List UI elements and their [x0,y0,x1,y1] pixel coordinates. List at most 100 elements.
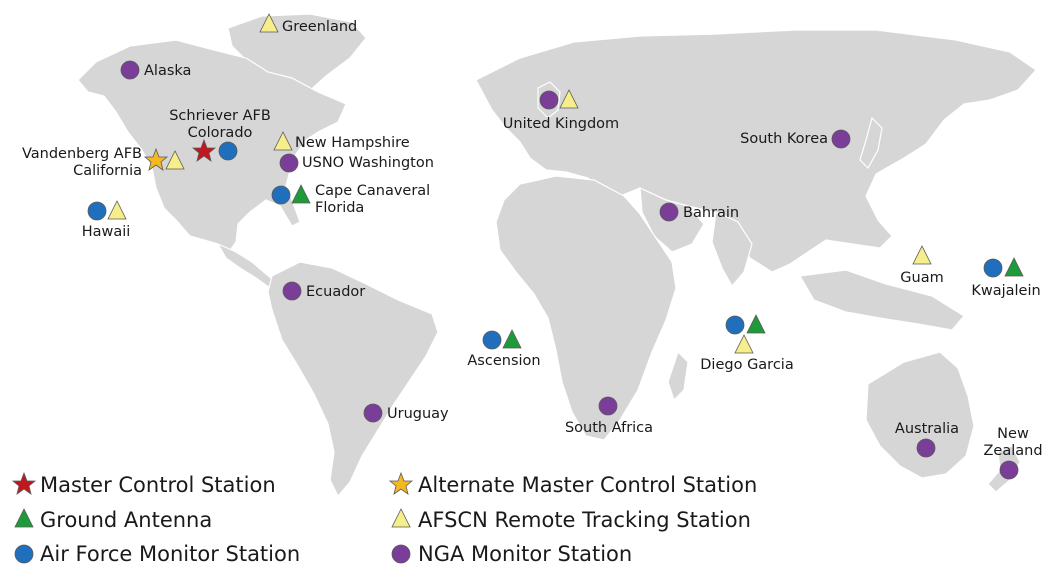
purple-circle-icon [539,90,559,110]
site-label-uruguay: Uruguay [387,406,449,422]
blue-circle-icon [482,330,502,350]
yellow-triangle-icon [273,131,293,151]
landmass-southeast-asia [799,269,965,331]
legend: Master Control Station Ground Antenna Ai… [11,471,757,566]
yellow-triangle-icon [165,150,185,170]
site-label-ecuador: Ecuador [306,284,365,300]
legend-label-ground: Ground Antenna [40,508,212,532]
legend-item-nga: NGA Monitor Station [391,542,632,566]
green-triangle-icon [291,184,311,204]
site-label-hawaii: Hawaii [82,224,131,240]
yellow-triangle-icon [912,245,932,265]
yellow-triangle-icon [259,13,279,33]
site-label-new-zealand-line1: New [997,426,1029,442]
site-uruguay: Uruguay [363,403,449,423]
landmass-africa [495,175,677,441]
legend-item-alternate: Alternate Master Control Station [388,471,757,497]
site-label-schriever-line1: Schriever AFB [169,108,271,124]
purple-circle-icon [999,460,1019,480]
purple-circle-icon [279,153,299,173]
site-label-australia: Australia [895,421,959,437]
legend-item-airforce: Air Force Monitor Station [14,542,300,566]
red-star-icon [11,471,37,495]
purple-circle-icon [120,60,140,80]
site-new-hampshire: New Hampshire [273,131,410,151]
yellow-triangle-icon [391,508,411,528]
site-label-schriever-line2: Colorado [188,125,253,141]
purple-circle-icon [659,202,679,222]
site-label-new-zealand-line2: Zealand [983,443,1042,459]
site-new-zealand: New Zealand [983,426,1043,480]
green-triangle-icon [14,508,34,528]
landmass-australia [865,351,975,479]
site-label-cape-canaveral-line2: Florida [315,200,364,216]
green-triangle-icon [1004,257,1024,277]
purple-circle-icon [598,396,618,416]
yellow-triangle-icon [107,200,127,220]
red-star-icon [191,138,217,162]
orange-star-icon [388,471,414,495]
purple-circle-icon [916,438,936,458]
blue-circle-icon [14,544,34,564]
site-label-usno: USNO Washington [302,155,434,171]
blue-circle-icon [87,201,107,221]
site-label-bahrain: Bahrain [683,205,739,221]
site-vandenberg: Vandenberg AFB California [22,146,185,179]
legend-label-master: Master Control Station [40,473,276,497]
legend-item-ground: Ground Antenna [14,508,212,532]
site-united-kingdom: United Kingdom [503,89,619,132]
site-label-vandenberg-line1: Vandenberg AFB [22,146,142,162]
site-label-united-kingdom: United Kingdom [503,116,619,132]
site-label-guam: Guam [900,270,943,286]
site-diego-garcia: Diego Garcia [700,314,794,373]
site-label-new-hampshire: New Hampshire [295,135,410,151]
site-label-south-korea: South Korea [740,131,828,147]
green-triangle-icon [746,314,766,334]
purple-circle-icon [282,281,302,301]
landmass-central-america [216,242,277,289]
green-triangle-icon [502,329,522,349]
continents [77,13,1037,498]
legend-label-remote: AFSCN Remote Tracking Station [418,508,751,532]
site-south-korea: South Korea [740,129,851,149]
legend-item-remote: AFSCN Remote Tracking Station [391,508,751,532]
site-label-alaska: Alaska [144,63,191,79]
blue-circle-icon [725,315,745,335]
site-label-diego-garcia: Diego Garcia [700,357,793,373]
site-south-africa: South Africa [565,396,653,436]
legend-item-master: Master Control Station [11,471,276,497]
site-label-south-africa: South Africa [565,420,653,436]
site-guam: Guam [900,245,944,286]
station-sites: Greenland Alaska Schriever AFB Colorado … [22,13,1043,480]
site-bahrain: Bahrain [659,202,739,222]
site-label-vandenberg-line2: California [73,163,142,179]
site-ecuador: Ecuador [282,281,365,301]
landmass-south-america [267,261,439,498]
site-australia: Australia [895,421,959,458]
landmass-japan [859,116,883,169]
site-kwajalein: Kwajalein [971,257,1041,299]
purple-circle-icon [391,544,411,564]
legend-label-alternate: Alternate Master Control Station [418,473,757,497]
legend-label-nga: NGA Monitor Station [418,542,632,566]
blue-circle-icon [218,141,238,161]
site-usno: USNO Washington [279,153,434,173]
orange-star-icon [143,147,169,171]
yellow-triangle-icon [559,89,579,109]
site-greenland: Greenland [259,13,357,35]
site-cape-canaveral: Cape Canaveral Florida [271,183,430,216]
site-alaska: Alaska [120,60,191,80]
site-hawaii: Hawaii [82,200,131,240]
landmass-eurasia [475,29,1037,273]
landmass-madagascar [667,350,689,402]
purple-circle-icon [363,403,383,423]
purple-circle-icon [831,129,851,149]
site-ascension: Ascension [467,329,541,369]
site-label-cape-canaveral-line1: Cape Canaveral [315,183,430,199]
site-label-kwajalein: Kwajalein [971,283,1040,299]
blue-circle-icon [271,185,291,205]
blue-circle-icon [983,258,1003,278]
site-label-ascension: Ascension [467,353,540,369]
landmass-india [711,211,753,288]
